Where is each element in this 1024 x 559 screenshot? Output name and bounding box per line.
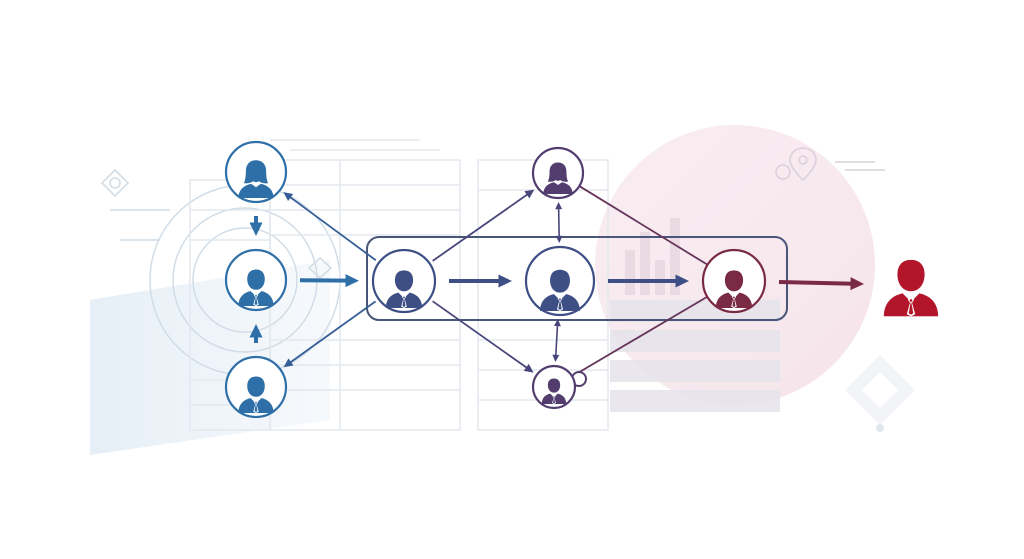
node-n8 bbox=[701, 248, 767, 314]
edge-n4-n3 bbox=[283, 300, 377, 368]
edge-arrowhead bbox=[498, 274, 512, 288]
edge-n7-n8 bbox=[571, 295, 708, 378]
edge-n6-n5 bbox=[555, 201, 563, 244]
edge-n1-n2 bbox=[249, 216, 263, 236]
node-n3 bbox=[224, 355, 288, 419]
edge-n5-n8 bbox=[578, 185, 709, 266]
edge-n6-n7 bbox=[552, 318, 561, 363]
edge-n4-n5 bbox=[432, 189, 535, 262]
edge-arrowhead bbox=[283, 192, 294, 202]
background-decoration bbox=[90, 125, 915, 455]
edge-arrowhead bbox=[555, 235, 563, 244]
edge-arrowhead bbox=[523, 363, 534, 373]
edge-line bbox=[571, 295, 708, 378]
edge-arrowhead bbox=[249, 222, 263, 236]
edge-n4-n6 bbox=[449, 274, 512, 288]
edge-n8-n9 bbox=[778, 277, 865, 291]
group-frame bbox=[366, 236, 788, 321]
edge-line bbox=[288, 195, 377, 261]
edge-n4-n7 bbox=[432, 300, 534, 373]
edge-line bbox=[554, 323, 559, 358]
edge-line bbox=[288, 300, 377, 364]
node-n5 bbox=[531, 146, 585, 200]
node-n7 bbox=[531, 364, 577, 410]
node-n9 bbox=[883, 259, 939, 317]
edge-arrowhead bbox=[524, 189, 535, 199]
edge-n6-n8 bbox=[608, 274, 689, 288]
node-n2 bbox=[224, 248, 288, 312]
node-n1 bbox=[224, 140, 288, 204]
edge-arrowhead bbox=[675, 274, 689, 288]
edge-line bbox=[778, 280, 854, 286]
edge-line bbox=[432, 192, 530, 262]
edge-arrowhead bbox=[555, 201, 563, 210]
edge-arrowhead bbox=[850, 277, 865, 291]
edge-n2-n4 bbox=[299, 274, 360, 288]
node-n6 bbox=[524, 245, 596, 317]
edge-arrowhead bbox=[249, 324, 263, 338]
edge-arrowhead bbox=[283, 358, 294, 368]
node-n4 bbox=[371, 248, 437, 314]
person-male-icon bbox=[883, 259, 939, 317]
edge-arrowhead bbox=[552, 354, 560, 363]
edge-n3-n2 bbox=[249, 324, 263, 343]
edge-arrowhead bbox=[553, 318, 561, 327]
edge-line bbox=[578, 185, 709, 266]
edge-line bbox=[432, 300, 529, 370]
edge-n4-n1 bbox=[283, 192, 377, 261]
edge-line bbox=[557, 206, 561, 239]
edge-arrowhead bbox=[345, 274, 360, 288]
